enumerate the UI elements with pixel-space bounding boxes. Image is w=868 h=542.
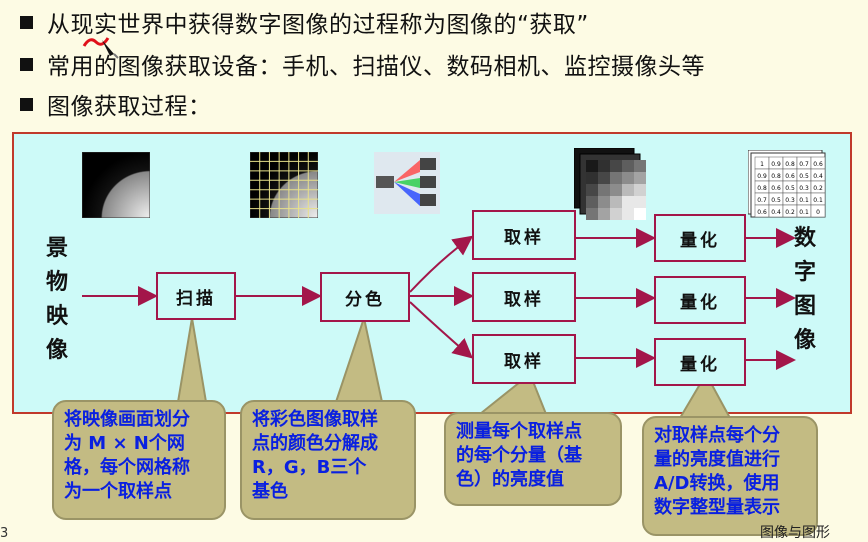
- quantization-callout: 对取样点每个分 量的亮度值进行 A/D转换，使用 数字整型量表示: [642, 416, 818, 536]
- bullet-text: 从现实世界中获得数字图像的过程称为图像的“获取”: [47, 12, 589, 38]
- color-separation-callout: 将彩色图像取样 点的颜色分解成 R，G，B三个 基色: [240, 400, 416, 520]
- pixel-cell: [634, 196, 646, 208]
- pixel-cell: [610, 196, 622, 208]
- pixel-cell: [622, 196, 634, 208]
- matrix-cell-value: 0.9: [771, 161, 781, 168]
- matrix-cell-value: 0.4: [771, 209, 781, 216]
- matrix-cell-value: 0.2: [813, 185, 823, 192]
- footer-title: 图像与图形: [760, 525, 830, 541]
- bullet-item: 图像获取过程：: [10, 86, 212, 122]
- quantization-box: 量化: [654, 338, 746, 386]
- bullet-item: 从现实世界中获得数字图像的过程称为图像的“获取”: [10, 4, 589, 40]
- pixel-cell: [622, 208, 634, 220]
- matrix-cell-value: 0.7: [757, 197, 767, 204]
- pixel-cell: [634, 172, 646, 184]
- pixel-cell: [598, 208, 610, 220]
- pen-cursor-icon: [82, 37, 119, 59]
- matrix-cell-value: 0.1: [799, 197, 809, 204]
- pixel-cell: [586, 196, 598, 208]
- bullet-text: 常用的图像获取设备：手机、扫描仪、数码相机、监控摄像头等: [47, 54, 705, 80]
- sampling-box: 取样: [472, 334, 576, 384]
- pixel-cell: [586, 172, 598, 184]
- square-bullet-icon: [20, 57, 33, 71]
- matrix-cell-value: 0.8: [771, 173, 781, 180]
- sampling-box: 取样: [472, 210, 576, 260]
- callout-pointer-color: [334, 314, 384, 403]
- matrix-cell-value: 0.5: [771, 197, 781, 204]
- pixel-cell: [598, 160, 610, 172]
- callout-pointer-scan: [176, 317, 208, 403]
- matrix-cell-value: 0.5: [785, 185, 795, 192]
- sampling-callout: 测量每个取样点 的每个分量（基 色）的亮度值: [444, 412, 622, 506]
- arrow-color-to-sample-1: [409, 235, 474, 293]
- sampling-box: 取样: [472, 272, 576, 322]
- matrix-cell-value: 0.9: [757, 173, 767, 180]
- matrix-cell-value: 0.6: [757, 209, 767, 216]
- arrow-color-to-sample-3: [409, 301, 474, 359]
- scan-callout: 将映像画面划分 为 M × N个网 格，每个网格称 为一个取样点: [52, 400, 226, 520]
- pixel-cell: [610, 172, 622, 184]
- matrix-cell-value: 0.3: [799, 185, 809, 192]
- color-separation-box: 分色: [320, 272, 410, 322]
- pixel-cell: [622, 184, 634, 196]
- quantization-box: 量化: [654, 214, 746, 262]
- pixel-cell: [622, 160, 634, 172]
- pixel-cell: [598, 172, 610, 184]
- matrix-cell-value: 0.8: [785, 161, 795, 168]
- square-bullet-icon: [20, 15, 33, 29]
- pixel-cell: [634, 160, 646, 172]
- matrix-cell-value: 0: [816, 209, 820, 216]
- pixel-cell: [598, 184, 610, 196]
- quantization-box: 量化: [654, 276, 746, 324]
- matrix-cell-value: 0.5: [799, 173, 809, 180]
- pixel-cell: [610, 184, 622, 196]
- color-separation-thumbnail: [374, 152, 440, 214]
- sampled-pixel-thumbnail: [573, 147, 648, 222]
- grayscale-scene-thumbnail: [81, 151, 151, 219]
- matrix-cell-value: 0.6: [813, 161, 823, 168]
- matrix-cell-value: 0.1: [799, 209, 809, 216]
- matrix-cell-value: 1: [760, 161, 764, 168]
- matrix-cell-value: 0.7: [799, 161, 809, 168]
- pixel-cell: [610, 160, 622, 172]
- matrix-cell-value: 0.8: [757, 185, 767, 192]
- pixel-cell: [586, 160, 598, 172]
- square-bullet-icon: [20, 97, 33, 111]
- matrix-cell-value: 0.1: [813, 197, 823, 204]
- matrix-cell-value: 0.6: [785, 173, 795, 180]
- gridded-scene-thumbnail: [249, 151, 319, 219]
- pixel-cell: [610, 208, 622, 220]
- matrix-cell-value: 0.3: [785, 197, 795, 204]
- pixel-cell: [622, 172, 634, 184]
- bullet-item: 常用的图像获取设备：手机、扫描仪、数码相机、监控摄像头等: [10, 46, 705, 82]
- quantized-matrix-thumbnail: 1 0.9 0.8 0.7 0.6 0.9 0.8 0.6 0.5 0.4 0.8 0.6 0.5 0.3…: [747, 149, 828, 222]
- input-scene-label: 景 物 映 像: [45, 236, 68, 363]
- matrix-cell-value: 0.6: [771, 185, 781, 192]
- bullet-text: 图像获取过程：: [47, 94, 212, 120]
- scan-box: 扫描: [156, 272, 236, 320]
- pixel-cell: [634, 208, 646, 220]
- matrix-cell-value: 0.2: [785, 209, 795, 216]
- pixel-cell: [598, 196, 610, 208]
- pixel-cell: [634, 184, 646, 196]
- pixel-cell: [586, 184, 598, 196]
- pixel-cell: [586, 208, 598, 220]
- matrix-cell-value: 0.4: [813, 173, 823, 180]
- page-number: 3: [0, 526, 9, 541]
- output-digital-image-label: 数 字 图 像: [793, 226, 816, 353]
